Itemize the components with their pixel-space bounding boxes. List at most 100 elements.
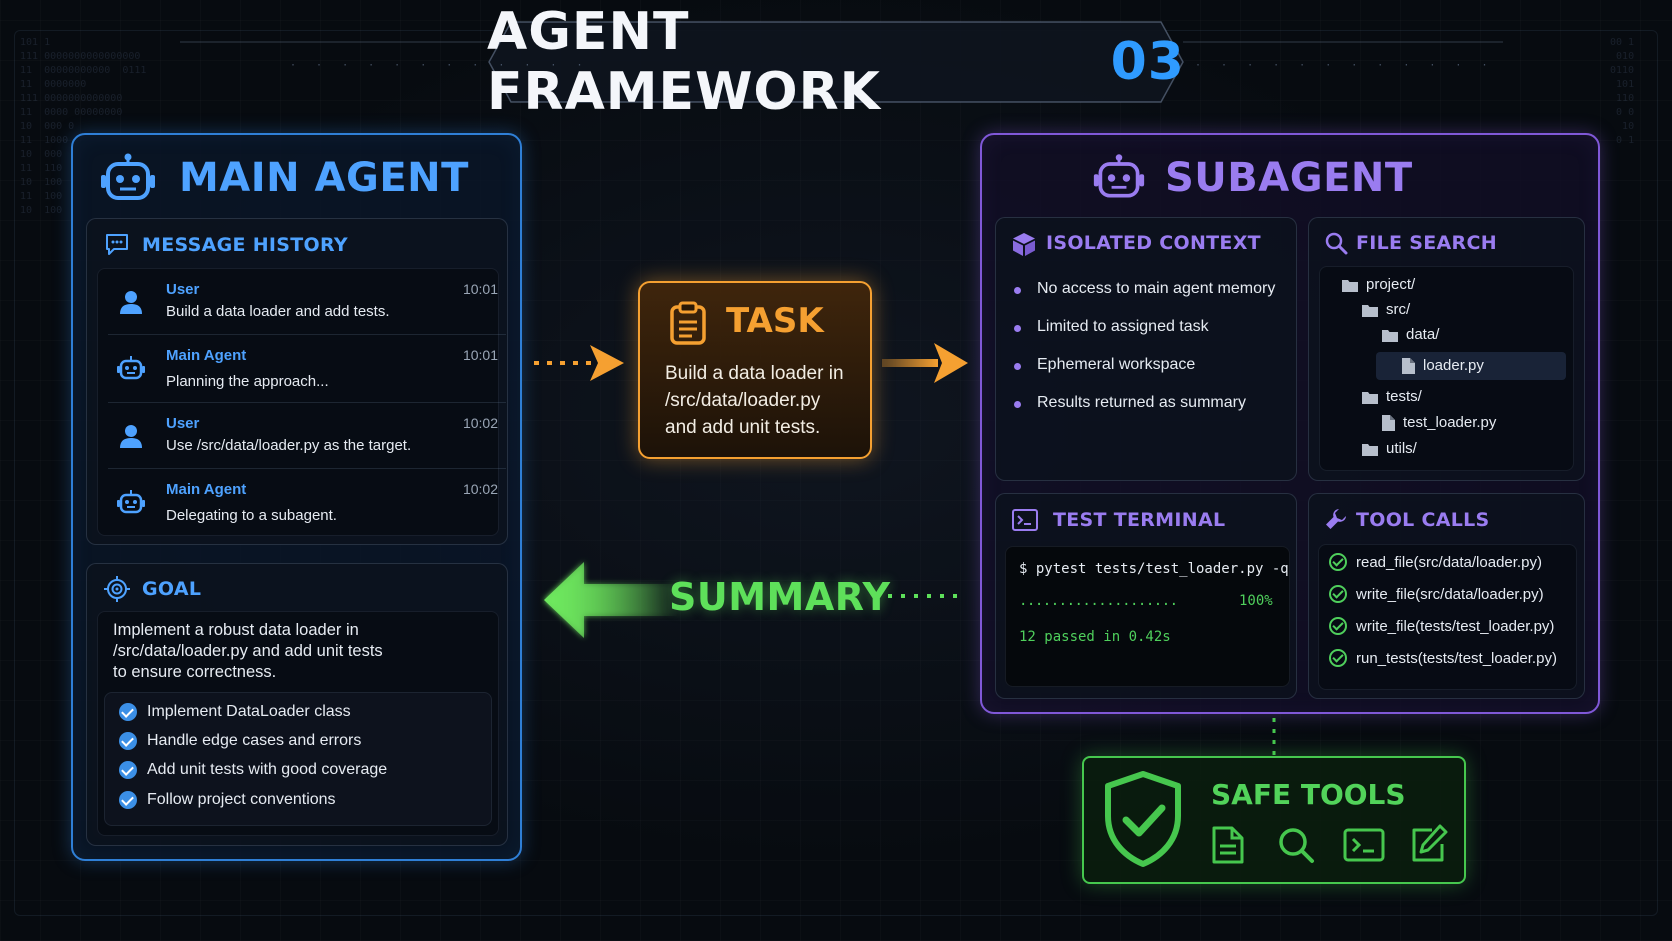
goal-box: GOAL Implement a robust data loader in /… <box>86 563 508 846</box>
checklist-item: Handle edge cases and errors <box>119 728 361 754</box>
tree-file-label: test_loader.py <box>1403 414 1497 431</box>
test-terminal-box: TEST TERMINAL $ pytest tests/test_loader… <box>995 493 1297 699</box>
robot-icon <box>117 356 145 380</box>
arrow-to-task <box>534 345 624 381</box>
terminal-icon <box>1012 509 1038 531</box>
isolated-context-item-label: Ephemeral workspace <box>1037 356 1196 373</box>
checklist-item-label: Add unit tests with good coverage <box>147 761 388 778</box>
tree-folder[interactable]: utils/ <box>1362 437 1417 461</box>
message-sender: Main Agent <box>166 481 247 498</box>
isolated-context-item: No access to main agent memory <box>1014 280 1275 298</box>
safe-tools-connector <box>1272 718 1276 756</box>
terminal-result: 12 passed in 0.42s <box>1019 629 1171 645</box>
target-icon <box>104 576 130 602</box>
tool-calls-title: TOOL CALLS <box>1356 509 1490 531</box>
document-icon <box>1212 826 1244 864</box>
wrench-icon <box>1326 509 1346 529</box>
cube-icon <box>1013 233 1035 256</box>
tree-file-selected[interactable]: loader.py <box>1402 354 1484 378</box>
tree-folder-label: project/ <box>1366 276 1416 293</box>
message-history-title: MESSAGE HISTORY <box>142 234 348 256</box>
tool-calls-box: TOOL CALLS read_file(src/data/loader.py)… <box>1308 493 1585 699</box>
tree-folder-label: tests/ <box>1386 388 1422 405</box>
tree-folder[interactable]: tests/ <box>1362 385 1422 409</box>
title-number: 03 <box>1110 32 1185 92</box>
summary-label: SUMMARY <box>669 575 891 619</box>
tree-folder[interactable]: data/ <box>1382 323 1439 347</box>
test-terminal-title: TEST TERMINAL <box>1053 509 1226 531</box>
tool-call-label: read_file(src/data/loader.py) <box>1356 553 1542 571</box>
arrow-to-subagent <box>882 343 968 383</box>
terminal-progress-dots: .................... <box>1019 593 1178 609</box>
isolated-context-item-label: Results returned as summary <box>1037 394 1246 411</box>
edit-icon <box>1412 824 1448 862</box>
page-title: AGENT FRAMEWORK 03 <box>487 2 1185 122</box>
message-sender: User <box>166 281 200 298</box>
clipboard-icon <box>670 301 706 345</box>
task-title: TASK <box>726 301 824 341</box>
message-row[interactable]: User 10:01 Build a data loader and add t… <box>108 269 506 335</box>
task-line: and add unit tests. <box>665 417 821 438</box>
tree-folder[interactable]: src/ <box>1362 298 1410 322</box>
user-icon <box>120 291 142 314</box>
task-card: TASK Build a data loader in /src/data/lo… <box>638 281 872 459</box>
check-circle-icon <box>119 703 137 721</box>
background-binary-right: 00 1 010 0110 101 110 0 0 10 0 1 <box>1610 37 1635 146</box>
message-text: Planning the approach... <box>166 373 329 390</box>
checklist-item-label: Handle edge cases and errors <box>147 732 362 749</box>
title-line-left <box>180 41 490 43</box>
safe-tools-box: SAFE TOOLS <box>1082 756 1466 884</box>
message-row[interactable]: Main Agent 10:02 Delegating to a subagen… <box>108 469 506 535</box>
message-row[interactable]: User 10:02 Use /src/data/loader.py as th… <box>108 403 506 469</box>
goal-title: GOAL <box>142 578 202 600</box>
message-sender: User <box>166 415 200 432</box>
tree-file[interactable]: test_loader.py <box>1382 411 1496 435</box>
title-dots-left: · · · · · · · · · · · · <box>290 60 590 71</box>
goal-description-line: Implement a robust data loader in <box>113 621 359 639</box>
summary-arrow-icon <box>544 562 678 638</box>
message-time: 10:02 <box>462 481 498 497</box>
robot-icon <box>117 490 145 514</box>
robot-icon <box>1093 154 1145 198</box>
check-circle-icon <box>119 761 137 779</box>
message-time: 10:02 <box>462 415 498 431</box>
folder-icon <box>1382 329 1398 342</box>
terminal-icon <box>1343 828 1385 862</box>
isolated-context-item: Limited to assigned task <box>1014 318 1209 336</box>
isolated-context-item: Ephemeral workspace <box>1014 356 1195 374</box>
goal-description-line: /src/data/loader.py and add unit tests <box>113 642 383 660</box>
tool-call-item: write_file(src/data/loader.py) <box>1329 585 1544 603</box>
message-text: Build a data loader and add tests. <box>166 303 390 320</box>
folder-icon <box>1362 391 1378 404</box>
tree-folder[interactable]: project/ <box>1342 273 1415 297</box>
isolated-context-title: ISOLATED CONTEXT <box>1046 232 1261 254</box>
goal-checklist: Implement DataLoader class Handle edge c… <box>104 692 492 826</box>
goal-description: Implement a robust data loader in /src/d… <box>113 620 383 683</box>
message-time: 10:01 <box>462 347 498 363</box>
isolated-context-item: Results returned as summary <box>1014 394 1246 412</box>
tool-call-item: run_tests(tests/test_loader.py) <box>1329 649 1557 667</box>
search-icon <box>1325 232 1348 255</box>
checklist-item: Add unit tests with good coverage <box>119 757 387 783</box>
message-row[interactable]: Main Agent 10:01 Planning the approach..… <box>108 335 506 403</box>
checklist-item-label: Follow project conventions <box>147 791 336 808</box>
tree-folder-label: utils/ <box>1386 440 1417 457</box>
isolated-context-item-label: Limited to assigned task <box>1037 318 1209 335</box>
title-dots-right: · · · · · · · · · · · · <box>1195 60 1495 71</box>
tool-call-label: write_file(tests/test_loader.py) <box>1356 617 1555 635</box>
isolated-context-item-label: No access to main agent memory <box>1037 280 1276 297</box>
isolated-context-box: ISOLATED CONTEXT No access to main agent… <box>995 217 1297 481</box>
tree-folder-label: data/ <box>1406 326 1440 343</box>
message-list: User 10:01 Build a data loader and add t… <box>97 268 506 536</box>
subagent-panel: SUBAGENT ISOLATED CONTEXT No access to m… <box>980 133 1600 714</box>
title-plate: AGENT FRAMEWORK 03 <box>487 2 1185 122</box>
tree-folder-label: src/ <box>1386 301 1411 318</box>
title-text: AGENT FRAMEWORK <box>487 2 881 122</box>
main-agent-title: MAIN AGENT <box>179 155 469 201</box>
subagent-title: SUBAGENT <box>1165 155 1413 201</box>
file-icon <box>1382 415 1395 432</box>
file-icon <box>1402 358 1415 375</box>
message-history-box: MESSAGE HISTORY User 10:01 Build a data … <box>86 218 508 545</box>
shield-check-icon <box>1105 771 1181 867</box>
